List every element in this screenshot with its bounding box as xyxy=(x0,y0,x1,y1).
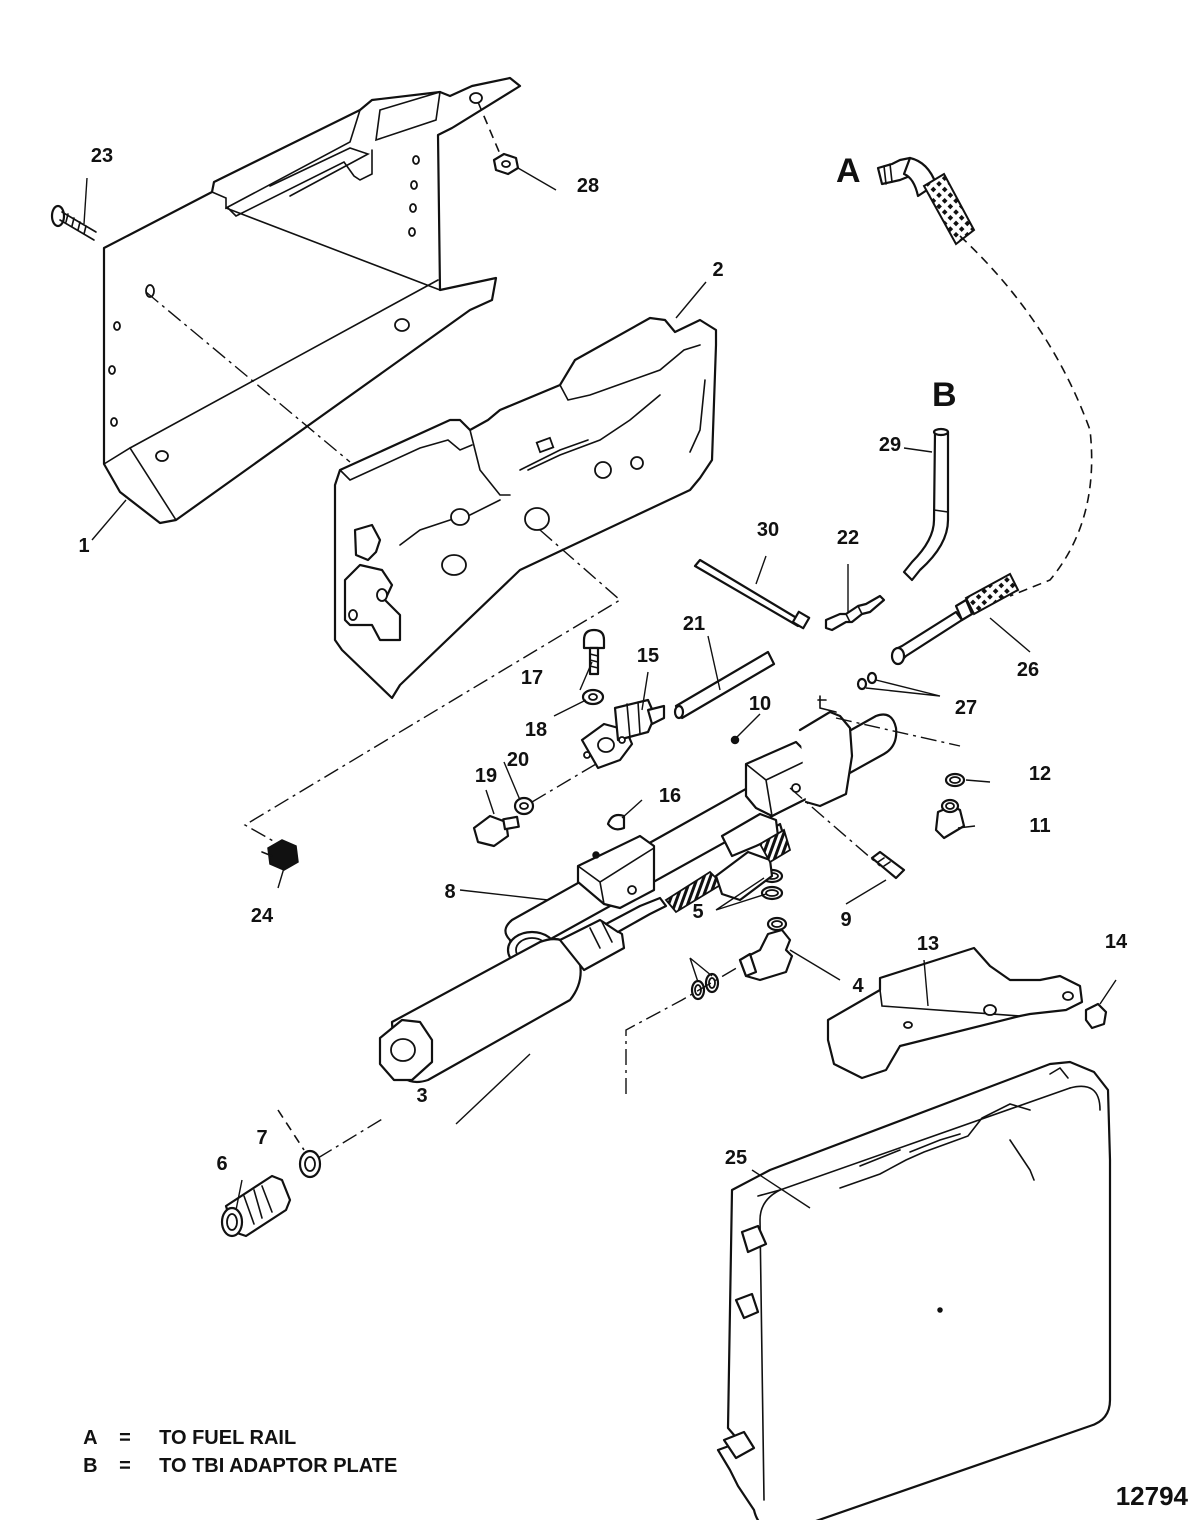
callout-10: 10 xyxy=(749,693,771,715)
callout-14: 14 xyxy=(1105,931,1128,953)
callout-26: 26 xyxy=(1017,659,1039,681)
pressure-regulator xyxy=(580,698,666,770)
module-housing xyxy=(333,316,718,700)
callout-19: 19 xyxy=(475,765,497,787)
fuel-pump xyxy=(378,812,792,1084)
legend-desc-a: TO FUEL RAIL xyxy=(159,1427,297,1449)
legend-desc-b: TO TBI ADAPTOR PLATE xyxy=(159,1455,398,1477)
hose xyxy=(902,427,950,582)
callout-12: 12 xyxy=(1029,763,1051,785)
callout-8: 8 xyxy=(444,881,455,903)
callout-2: 2 xyxy=(712,259,723,281)
callout-18: 18 xyxy=(525,719,547,741)
callout-25: 25 xyxy=(725,1147,747,1169)
callout-27: 27 xyxy=(955,697,977,719)
washer xyxy=(581,688,605,706)
legend-key-a: A xyxy=(83,1427,98,1449)
legend-key-b: B xyxy=(83,1455,98,1477)
flat-washer xyxy=(513,796,535,816)
callout-17: 17 xyxy=(521,667,543,689)
leader-lines xyxy=(83,167,1117,1211)
rod xyxy=(673,650,776,720)
barbed-fitting xyxy=(824,594,886,632)
callout-30: 30 xyxy=(757,519,779,541)
callout-6: 6 xyxy=(216,1153,227,1175)
plug xyxy=(730,735,740,745)
retaining-clip xyxy=(606,813,626,831)
callout-9: 9 xyxy=(840,909,851,931)
callout-23: 23 xyxy=(91,145,113,167)
connection-letter-a: A xyxy=(836,152,861,190)
screw xyxy=(50,204,97,241)
screw-small xyxy=(870,850,906,880)
legend-row-b: B = TO TBI ADAPTOR PLATE xyxy=(72,1432,397,1478)
pump-cover xyxy=(716,1060,1112,1520)
legend-equals-a: = xyxy=(119,1427,131,1449)
callout-29: 29 xyxy=(879,434,901,456)
connection-letter-b: B xyxy=(932,376,957,414)
callout-7: 7 xyxy=(256,1127,267,1149)
nut-14 xyxy=(1084,1002,1108,1030)
callout-4: 4 xyxy=(852,975,864,997)
callout-5: 5 xyxy=(692,901,703,923)
cable-tie xyxy=(693,558,811,630)
legend-equals-b: = xyxy=(119,1455,131,1477)
callout-11: 11 xyxy=(1029,815,1050,837)
callout-28: 28 xyxy=(577,175,599,197)
legend-row-a: A = TO FUEL RAIL xyxy=(72,1404,296,1450)
fuel-cooler xyxy=(504,695,898,970)
o-rings xyxy=(856,671,878,691)
fuel-line-fitting xyxy=(890,572,1020,666)
sealing-washer xyxy=(298,1149,322,1179)
pump-fitting xyxy=(220,1174,292,1238)
callout-1: 1 xyxy=(78,535,89,557)
flange-bolt xyxy=(261,839,299,871)
mounting-bracket xyxy=(102,76,522,525)
callout-22: 22 xyxy=(837,527,859,549)
callout-3: 3 xyxy=(416,1085,427,1107)
figure-number: 12794 xyxy=(1115,1481,1188,1511)
fuel-hose xyxy=(876,156,1093,597)
elbow-fitting xyxy=(934,798,966,840)
callout-24: 24 xyxy=(251,905,274,927)
callout-numbers: 1 2 3 4 5 6 7 8 9 10 11 12 13 14 15 16 1… xyxy=(78,145,1128,1175)
bolt xyxy=(582,628,606,676)
fuel-elbow xyxy=(738,916,794,982)
callout-21: 21 xyxy=(683,613,705,635)
callout-20: 20 xyxy=(507,749,529,771)
pump-bracket xyxy=(826,946,1084,1080)
hex-nut xyxy=(477,101,520,176)
callout-13: 13 xyxy=(917,933,939,955)
o-ring-12 xyxy=(944,772,966,788)
callout-15: 15 xyxy=(637,645,659,667)
hex-bolt xyxy=(472,814,520,848)
callout-16: 16 xyxy=(659,785,681,807)
